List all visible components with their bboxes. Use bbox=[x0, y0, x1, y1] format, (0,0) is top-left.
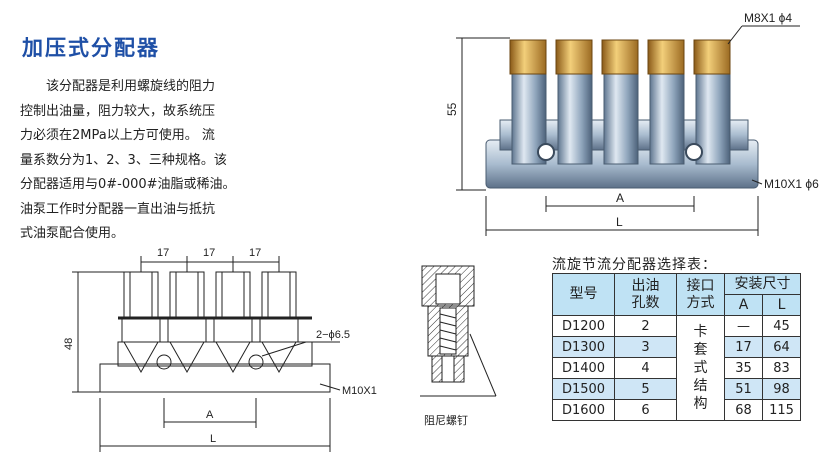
description-line: 分配器适用与0#-000#油脂或稀油。 bbox=[20, 177, 236, 192]
header-model: 型号 bbox=[552, 273, 615, 316]
description-line: 式油泵配合使用。 bbox=[20, 226, 125, 241]
table-row: D1200 2 卡套式结构 — 45 bbox=[552, 315, 801, 421]
photo-side-thread: M10X1 ϕ6 bbox=[764, 177, 819, 191]
photo-height-label: 55 bbox=[445, 102, 459, 116]
description-line: 量系数分为1、2、3、三种规格。该 bbox=[20, 152, 227, 168]
drawing-hole-label: 2−ϕ6.5 bbox=[316, 329, 350, 341]
selection-table-title: 流旋节流分配器选择表： bbox=[552, 257, 717, 273]
page-title: 加压式分配器 bbox=[22, 36, 160, 60]
description-line: 控制出油量，阻力较大，故系统压 bbox=[20, 103, 216, 119]
drawing-dim-l: L bbox=[210, 433, 216, 445]
photo-top-thread: M8X1 ϕ4 bbox=[744, 11, 792, 25]
header-holes: 出油孔数 bbox=[614, 273, 677, 316]
description: 该分配器是利用螺旋线的阻力 控制出油量，阻力较大，故系统压 力必须在2MPa以上… bbox=[20, 75, 280, 247]
table-row: D1400 4 35 83 bbox=[552, 357, 801, 379]
header-install: 安装尺寸 bbox=[724, 273, 801, 295]
header-a: A bbox=[724, 294, 763, 316]
drawing-height-label: 48 bbox=[63, 338, 75, 350]
pitch-label-3: 17 bbox=[249, 247, 261, 259]
pitch-label-1: 17 bbox=[157, 247, 169, 259]
brass-nuts bbox=[509, 39, 731, 75]
mounting-hole bbox=[537, 143, 555, 161]
connection-cell: 卡套式结构 bbox=[676, 315, 725, 421]
pitch-label-2: 17 bbox=[203, 247, 215, 259]
selection-table: 型号 出油孔数 接口方式 安装尺寸 A L D1200 2 卡套式结构 — 45… bbox=[552, 273, 801, 421]
description-line: 该分配器是利用螺旋线的阻力 bbox=[46, 79, 216, 94]
drawing-thread-label: M10X1 bbox=[342, 385, 377, 397]
table-row: D1600 6 68 115 bbox=[552, 399, 801, 421]
header-connection: 接口方式 bbox=[676, 273, 725, 316]
header-l: L bbox=[762, 294, 801, 316]
photo-dim-a: A bbox=[616, 191, 624, 205]
distributor-photo: 55 A L M8X1 ϕ4 M10X1 ϕ6 bbox=[445, 11, 819, 236]
photo-dim-l: L bbox=[616, 215, 623, 229]
mounting-hole bbox=[685, 143, 703, 161]
damper-screw-label: 阻尼螺钉 bbox=[424, 414, 468, 427]
description-line: 力必须在2MPa以上方可使用。 流 bbox=[20, 128, 215, 143]
table-row: D1300 3 17 64 bbox=[552, 336, 801, 358]
description-line: 油泵工作时分配器一直出油与抵抗 bbox=[20, 201, 216, 217]
table-row: D1500 5 51 98 bbox=[552, 378, 801, 400]
drawing-dim-a: A bbox=[206, 409, 214, 421]
